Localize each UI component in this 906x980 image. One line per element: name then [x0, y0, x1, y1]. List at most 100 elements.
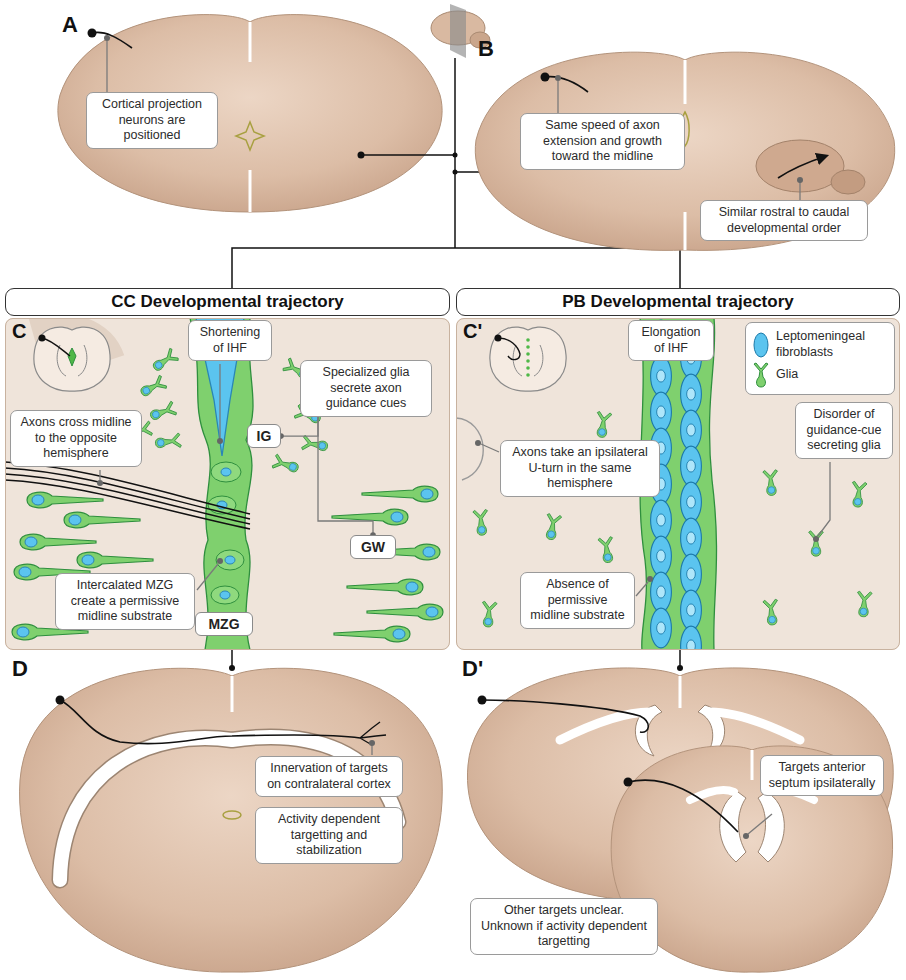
cc-midline-illustration	[27, 492, 103, 508]
cc-midline-illustration	[5, 462, 250, 529]
cc-mini-brain	[68, 348, 76, 366]
pb-midline-illustration	[651, 608, 672, 648]
leader-lines	[371, 746, 372, 755]
pb-mini-brain	[490, 327, 566, 391]
leader-dots	[217, 558, 223, 564]
cc-midline-illustration	[148, 401, 177, 423]
cc-midline-illustration	[5, 468, 250, 519]
leader-dots	[813, 536, 819, 542]
pb-midline-illustration	[651, 500, 672, 540]
brain-section-d-prime	[690, 790, 734, 800]
panel-ground	[5, 318, 450, 650]
pb-midline-illustration	[681, 482, 702, 522]
leader-dots	[369, 740, 375, 746]
node-text: Specialized glia secrete axon guidance c…	[307, 365, 425, 412]
cc-midline-illustration	[216, 550, 244, 570]
pb-midline-illustration	[681, 554, 702, 594]
leader-dots	[217, 438, 223, 444]
tree-dots	[358, 152, 365, 159]
pb-midline-illustration	[473, 509, 490, 536]
pb-midline-illustration	[763, 470, 779, 496]
pb-mini-brain	[498, 338, 520, 360]
cc-midline-illustration	[347, 579, 423, 595]
cc-midline-illustration	[334, 626, 410, 642]
leader-lines	[557, 81, 558, 113]
leader-connector	[318, 417, 373, 535]
callout-box: Absence of permissive midline substrate	[520, 572, 635, 629]
node-text: Disorder of guidance-cue secreting glia	[802, 407, 886, 454]
leader-dots	[647, 576, 653, 582]
leader-connector	[281, 417, 318, 436]
legend-row: Glia	[752, 362, 888, 388]
pb-midline-illustration	[681, 590, 702, 630]
callout-box: Same speed of axon extension and growth …	[520, 113, 685, 170]
node-text: Same speed of axon extension and growth …	[527, 118, 678, 165]
leader-lines	[818, 462, 830, 536]
callout-box: Similar rostral to caudal developmental …	[700, 200, 868, 241]
tree-dots	[677, 665, 683, 671]
glia-tag: GW	[350, 535, 396, 559]
cc-midline-illustration	[225, 556, 235, 564]
legend-text: Glia	[776, 367, 798, 383]
tree-dots	[453, 153, 458, 158]
pb-mini-brain	[526, 366, 530, 370]
leader-lines	[197, 564, 218, 590]
leader-dots	[743, 833, 749, 839]
leader-lines	[219, 364, 220, 438]
brain-section-b	[778, 156, 826, 178]
pb-midline-illustration	[856, 591, 872, 617]
callout-box: Other targets unclear. Unknown if activi…	[470, 898, 658, 955]
panel-ground	[456, 318, 900, 650]
brain-section-d	[231, 676, 234, 712]
cc-midline-illustration	[362, 486, 438, 502]
leader-dots	[797, 177, 803, 183]
pb-mini-brain	[526, 373, 530, 377]
cc-midline-illustration	[301, 435, 328, 454]
legend-shape	[754, 363, 768, 387]
callout-box: Intercalated MZG create a permissive mid…	[55, 573, 195, 630]
leader-dots	[555, 75, 561, 81]
pb-mini-brain	[526, 338, 530, 377]
trajectory-header: PB Developmental trajectory	[456, 288, 900, 316]
brain-section-d	[20, 668, 443, 972]
node-text: Elongation of IHF	[635, 325, 707, 356]
pb-midline-illustration	[681, 446, 702, 486]
node-text: Absence of permissive midline substrate	[527, 577, 628, 624]
pb-midline-illustration	[456, 418, 483, 480]
leader-lines	[99, 470, 100, 480]
node-text: Similar rostral to caudal developmental …	[707, 205, 861, 236]
callout-box: Disorder of guidance-cue secreting glia	[795, 402, 893, 459]
brain-section-d-prime	[710, 712, 800, 740]
cc-midline-illustration	[220, 591, 230, 599]
pb-mini-brain	[526, 345, 530, 349]
node-text: Targets anterior septum ipsilaterally	[767, 760, 877, 791]
cc-mini-brain	[42, 338, 70, 356]
callout-box: Targets anterior septum ipsilaterally	[760, 755, 884, 796]
pb-midline-illustration	[850, 481, 867, 508]
callout-box: Axons take an ipsilateral U-turn in the …	[500, 440, 660, 497]
brain-section-d-prime	[467, 668, 893, 972]
leader-dots	[97, 35, 819, 839]
cc-midline-illustration	[211, 462, 241, 482]
node-text: Axons cross midline to the opposite hemi…	[17, 415, 135, 462]
glia-tag: MZG	[195, 612, 253, 636]
pb-midline-illustration	[651, 536, 672, 576]
pb-midline-illustration	[681, 374, 702, 414]
callout-box: Elongation of IHF	[628, 320, 714, 361]
panel-letter: D'	[462, 656, 483, 682]
brain-section-d	[20, 668, 443, 972]
legend-text: Leptomeningeal fibroblasts	[776, 329, 888, 360]
brain-section-b	[475, 52, 894, 250]
brain-section-a	[58, 15, 442, 212]
node-text: Innervation of targets on contralateral …	[262, 761, 396, 792]
brain-section-b	[684, 60, 687, 104]
tree-lines	[361, 154, 455, 156]
legend-row: Leptomeningeal fibroblasts	[752, 329, 888, 360]
trajectory-header: CC Developmental trajectory	[5, 288, 450, 316]
node-text: IG	[251, 427, 277, 445]
legend-swatch	[752, 332, 770, 358]
pb-midline-illustration	[594, 411, 612, 438]
brain-section-d-prime	[482, 700, 648, 732]
brain-section-d-prime	[560, 712, 650, 740]
